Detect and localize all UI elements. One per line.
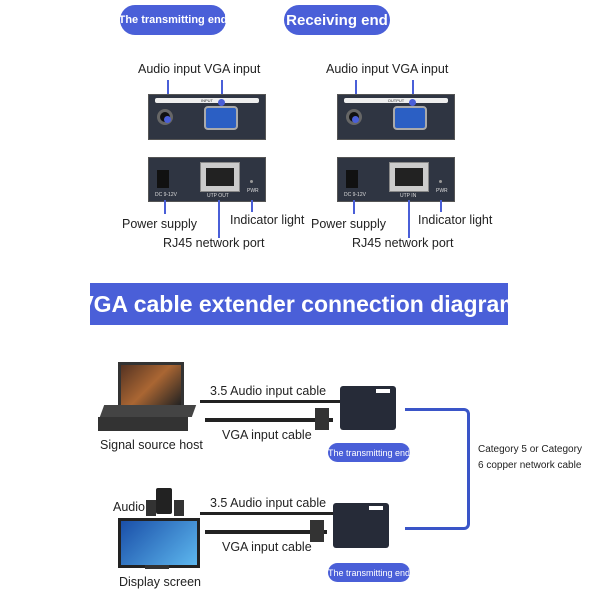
audio-cable-label: 3.5 Audio input cable [210, 384, 327, 398]
vga-cable-label: VGA input cable [222, 428, 312, 442]
signal-source-host-label: Signal source host [100, 438, 203, 452]
utp-label: UTP OUT [207, 193, 229, 199]
transmitter-device [340, 386, 396, 430]
indicator-light-label: Indicator light [418, 213, 493, 227]
front-label: INPUT [155, 98, 259, 103]
power-supply-label: Power supply [311, 217, 387, 231]
vga-input-label: VGA input [392, 62, 449, 76]
network-cable-label-line2: 6 copper network cable [478, 460, 582, 471]
audio-cable-label: 3.5 Audio input cable [210, 496, 327, 510]
dc-jack-icon [346, 170, 358, 188]
network-cable-label-line1: Category 5 or Category [478, 444, 582, 455]
indicator-led-icon [250, 180, 253, 183]
transmitting-end-pill: The transmitting end [328, 443, 410, 462]
vga-input-label: VGA input [204, 62, 261, 76]
network-cable [405, 408, 470, 530]
vga-port-icon [393, 106, 427, 130]
vga-cable [205, 418, 333, 422]
indicator-led-icon [439, 180, 442, 183]
pwr-label: PWR [436, 188, 448, 194]
indicator-light-label: Indicator light [230, 213, 305, 227]
vga-connector-icon [310, 520, 324, 542]
transmitting-end-title: The transmitting end [119, 5, 227, 35]
audio-cable [200, 512, 340, 515]
receiving-end-title: Receiving end [284, 5, 390, 35]
audio-cable [200, 400, 340, 403]
audio-input-label: Audio input [138, 62, 201, 76]
dc-label: DC 9-12V [155, 192, 177, 198]
dc-jack-icon [157, 170, 169, 188]
display-screen-label: Display screen [119, 575, 201, 589]
rj45-port-icon [389, 162, 429, 192]
rj45-port-label: RJ45 network port [163, 236, 265, 250]
power-supply-label: Power supply [122, 217, 198, 231]
banner-title: VGA cable extender connection diagram [78, 283, 520, 325]
utp-label: UTP IN [400, 193, 417, 199]
transmitting-end-pill: The transmitting end [328, 563, 410, 582]
rj45-port-label: RJ45 network port [352, 236, 454, 250]
audio-input-label: Audio input [326, 62, 389, 76]
pwr-label: PWR [247, 188, 259, 194]
rj45-port-icon [200, 162, 240, 192]
receiver-device [333, 503, 389, 548]
receiver-back-panel: DC 9-12V UTP IN PWR [337, 157, 455, 202]
audio-label: Audio [113, 500, 145, 514]
vga-connector-icon [315, 408, 329, 430]
vga-cable [205, 530, 327, 534]
dc-label: DC 9-12V [344, 192, 366, 198]
front-label: OUTPUT [344, 98, 448, 103]
transmitter-back-panel: DC 9-12V UTP OUT PWR [148, 157, 266, 202]
vga-port-icon [204, 106, 238, 130]
vga-cable-label: VGA input cable [222, 540, 312, 554]
